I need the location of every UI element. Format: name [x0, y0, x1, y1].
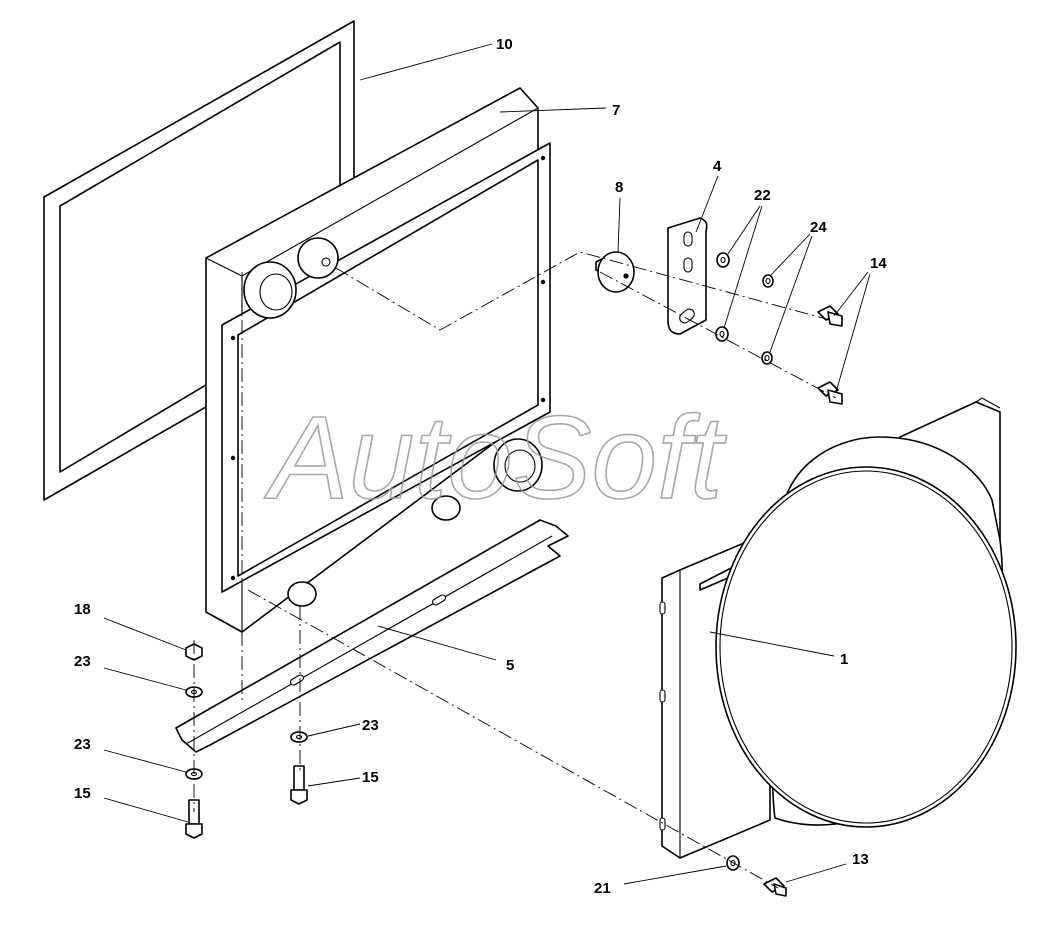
bolt-15-left	[185, 799, 203, 839]
callout-13: 13	[852, 851, 869, 868]
rubber-bushing	[595, 251, 635, 293]
bolt-14-top	[817, 305, 843, 327]
callout-15-center: 15	[362, 769, 379, 786]
radiator-core	[205, 87, 551, 633]
watermark: AutoSoft	[264, 392, 727, 524]
callout-14: 14	[870, 255, 887, 272]
callout-21: 21	[594, 880, 611, 897]
mounting-plate	[667, 217, 708, 335]
callout-24: 24	[810, 219, 827, 236]
callout-labels: 10 7 8 4 22 24 14 5 1 18 23 23 15 23 15 …	[74, 36, 887, 897]
bolt-15-center	[290, 765, 308, 805]
fan-shroud	[659, 397, 1017, 859]
callout-1: 1	[840, 651, 848, 668]
bolt-14-bottom	[817, 381, 843, 405]
callout-18: 18	[74, 601, 91, 618]
callout-5: 5	[506, 657, 514, 674]
assembly-centerlines	[193, 251, 837, 889]
bolt-13	[763, 877, 787, 897]
callout-4: 4	[713, 158, 722, 175]
callout-23-left-top: 23	[74, 653, 91, 670]
callout-leaders	[103, 43, 871, 885]
gasket-frame	[43, 20, 355, 501]
callout-10: 10	[496, 36, 513, 53]
callout-22: 22	[754, 187, 771, 204]
mounting-bracket	[175, 519, 569, 753]
callout-8: 8	[615, 179, 623, 196]
callout-23-center: 23	[362, 717, 379, 734]
callout-15-left: 15	[74, 785, 91, 802]
callout-23-left-bottom: 23	[74, 736, 91, 753]
callout-7: 7	[612, 102, 620, 119]
